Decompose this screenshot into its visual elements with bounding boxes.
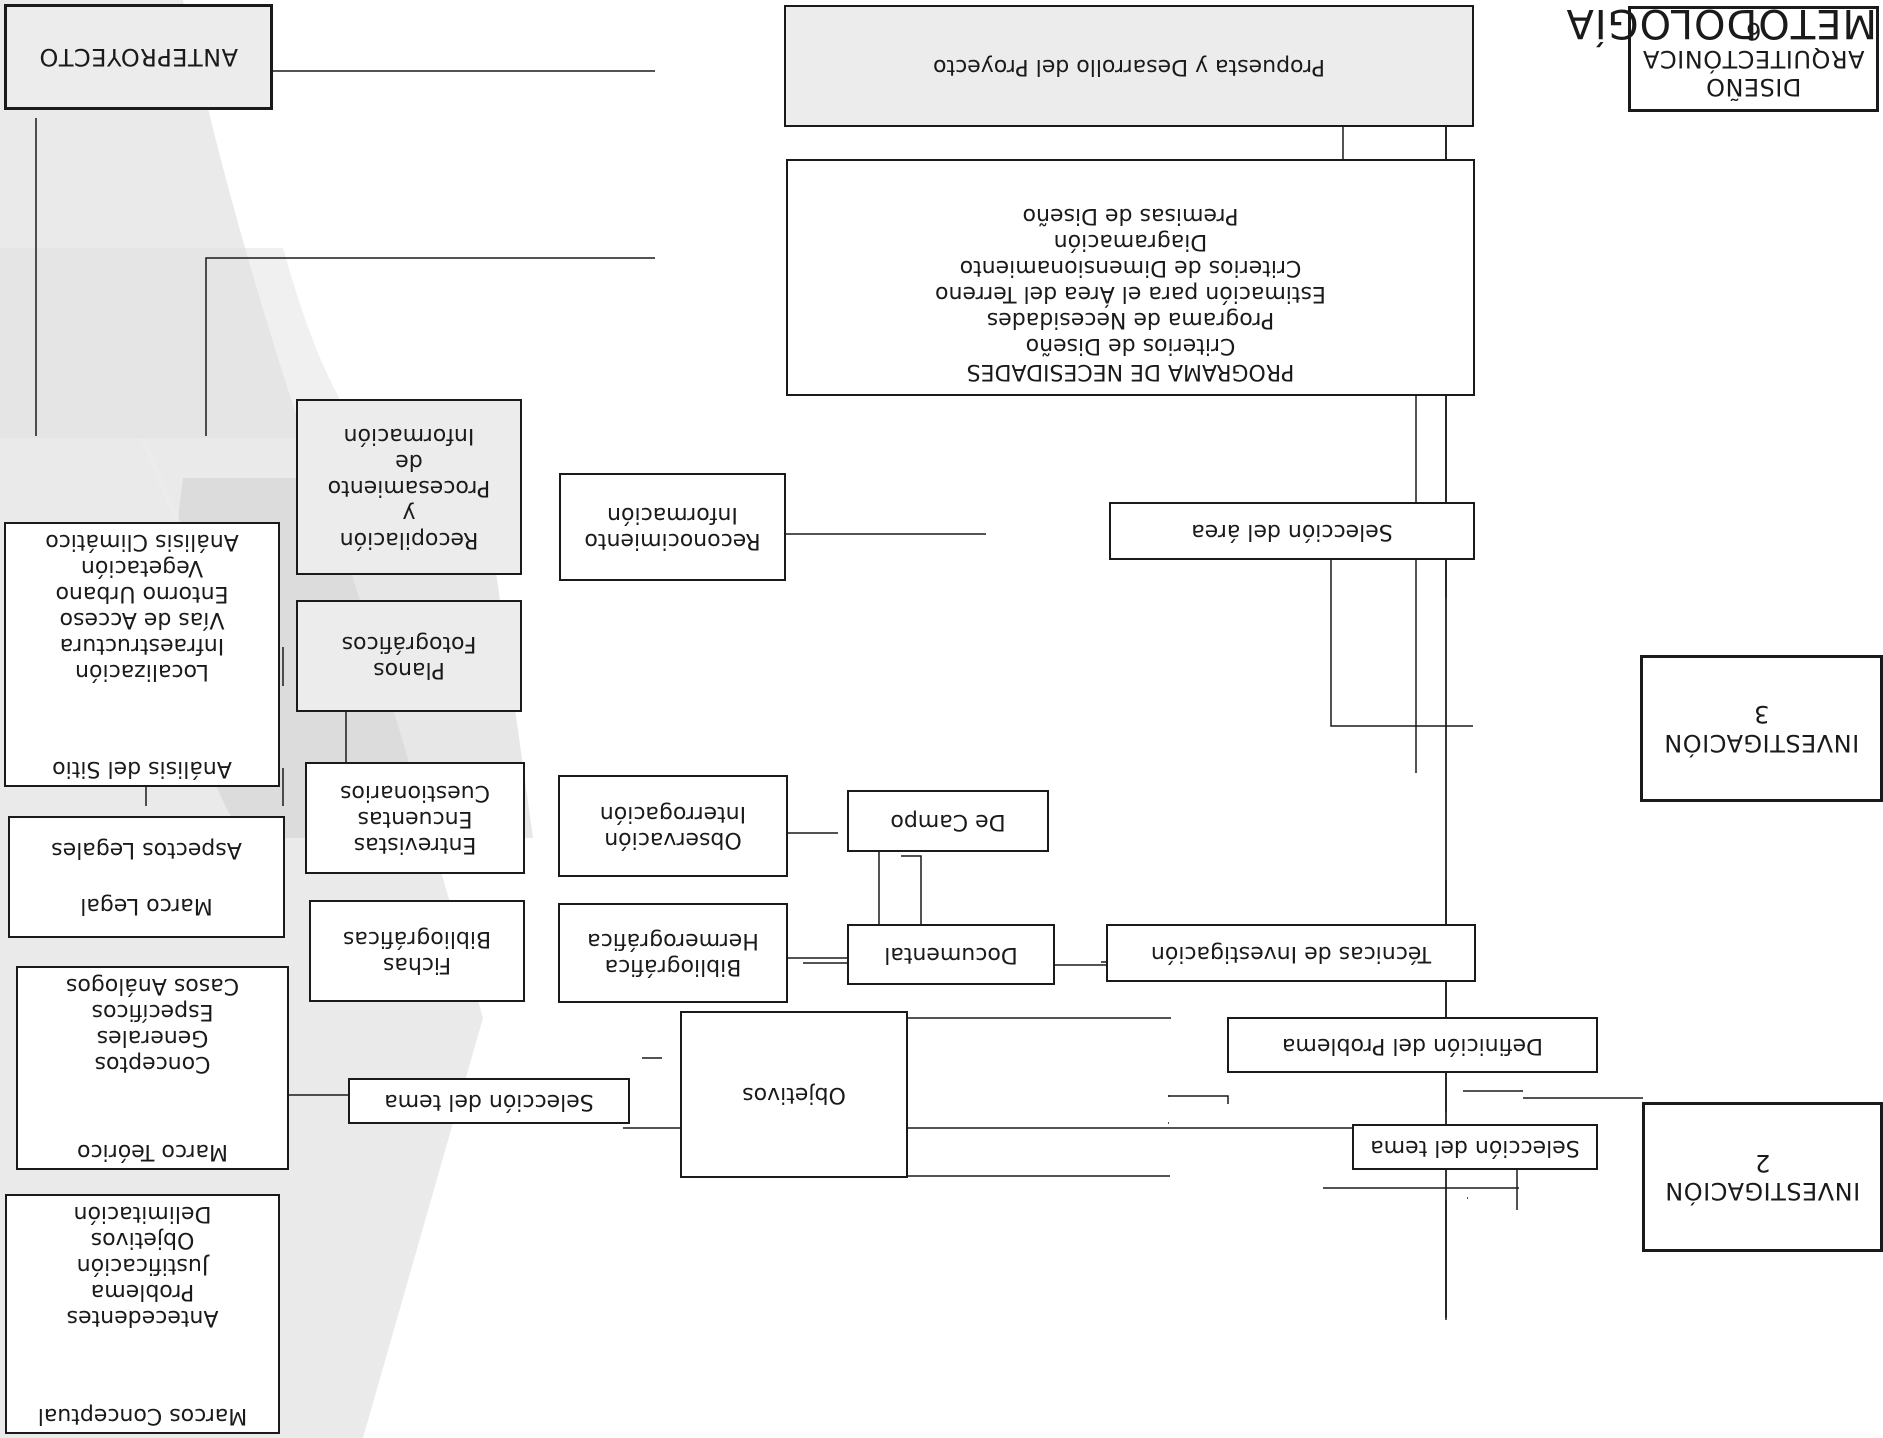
definicion-problema: Definición del Problema [1227,1017,1598,1073]
mc-item: Antecedentes [66,1304,219,1330]
definicion-problema-label: Definición del Problema [1281,1032,1544,1058]
mt-item: Específicos [91,998,214,1024]
diseno-label-2: ARQUITECTÓNICA [1642,45,1865,74]
recopilacion-line: y [402,500,416,526]
fichas: Fichas Bibliográficas [309,900,525,1002]
mt-item: Conceptos [94,1050,211,1076]
bibliografica-line: Bibliográfica [604,953,742,979]
marco-legal-heading: Marco Legal [80,893,213,918]
entrevistas-line: Cuestionarios [340,780,491,806]
analisis-sitio-heading: Análisis del Sitio [52,756,232,781]
as-item: Infraestructura [59,632,225,658]
seleccion-tema-left-label: Selección del tema [384,1088,594,1114]
as-item: Vegetación [80,554,204,580]
recopilacion-line: Procesamiento [327,474,491,500]
programa-line: Estimación para el Área del Terreno [935,281,1326,307]
fichas-line: Bibliográficas [342,926,492,951]
seleccion-tema-right: Selección del tema [1352,1124,1598,1170]
anteproyecto-box: ANTEPROYECTO [4,4,273,110]
reconocimiento-line: Reconocimiento [584,527,761,553]
investigacion-3-label: INVESTIGACIÓN [1663,728,1860,757]
programa-line: Programa de Necesidades [986,307,1275,333]
marcos-conceptual-heading: Marcos Conceptual [37,1403,248,1428]
seleccion-area-label: Selección del área [1191,518,1393,544]
investigacion-3-number: 3 [1753,700,1770,729]
programa-line: Criterios de Dimensionamiento [959,255,1302,281]
marcos-conceptual-box: Marcos Conceptual Antecedentes Problema … [5,1194,280,1434]
objetivos-label: Objetivos [742,1082,846,1108]
programa-line: Premisas de Diseño [1022,203,1239,229]
tecnicas-investigacion: Técnicas de Investigación [1106,924,1476,982]
seleccion-tema-left: Selección del tema [348,1078,630,1124]
as-item: Vías de Acceso [59,606,225,632]
mc-item: Objetivos [90,1226,195,1252]
entrevistas-line: Entrevistas [353,831,477,857]
entrevistas: Entrevistas Encuentas Cuestionarios [305,762,525,874]
bibliografica-line: Hermerográfica [587,928,759,953]
as-item: Entorno Urbano [55,580,229,606]
investigacion-2-box: INVESTIGACIÓN 2 [1642,1102,1883,1252]
tecnicas-investigacion-label: Técnicas de Investigación [1150,940,1432,966]
investigacion-2-number: 2 [1754,1149,1771,1177]
recopilacion: Recopilación y Procesamiento de Informac… [296,399,522,575]
observacion-line: Observación [604,826,742,852]
programa-line: Diagramación [1053,229,1208,255]
mc-item: Justificación [76,1252,209,1278]
observacion-line: Interrogación [599,801,747,826]
entrevistas-line: Encuentas [357,805,473,831]
de-campo-label: De Campo [890,808,1006,834]
investigacion-3-box: INVESTIGACIÓN 3 [1640,655,1883,802]
planos-line: Planos [373,656,445,682]
mt-item: Generales [96,1024,209,1050]
reconocimiento-line: Información [607,502,738,527]
programa-necesidades: PROGRAMA DE NECESIDADES Criterios de Dis… [786,159,1475,396]
marco-teorico-heading: Marco Teórico [77,1139,228,1164]
investigacion-2-label: INVESTIGACIÓN [1664,1177,1861,1206]
recopilacion-line: Recopilación [339,526,479,552]
reconocimiento: Reconocimiento Información [559,473,786,581]
de-campo: De Campo [847,790,1049,852]
objetivos: Objetivos [680,1011,908,1178]
mc-item: Delimitación [73,1200,212,1226]
planos-line: Fotográficos [341,631,477,656]
ml-item: Aspectos Legales [51,836,242,862]
observacion: Observación Interrogación [558,775,788,877]
programa-heading: PROGRAMA DE NECESIDADES [966,359,1295,384]
diseno-label: DISEÑO [1705,73,1802,102]
as-item: Localización [75,658,209,684]
planos: Planos Fotográficos [296,600,522,712]
marco-legal-box: Marco Legal Aspectos Legales [8,816,285,938]
bibliografica: Bibliográfica Hermerográfica [558,903,788,1003]
mc-item: Problema [90,1278,195,1304]
recopilacion-line: Información [343,423,475,449]
propuesta-label: Propuesta y Desarrollo del Proyecto [933,53,1325,79]
programa-line: Criterios de Diseño [1025,333,1236,359]
mt-item: Casos Análogos [65,972,240,998]
as-item: Análisis Climático [45,528,239,554]
seleccion-tema-right-label: Selección del tema [1370,1134,1580,1160]
seleccion-area: Selección del área [1109,502,1475,560]
propuesta-desarrollo: Propuesta y Desarrollo del Proyecto [784,5,1474,127]
recopilacion-line: de [395,449,423,475]
anteproyecto-label: ANTEPROYECTO [38,43,239,72]
analisis-sitio-box: Análisis del Sitio Localización Infraest… [4,522,280,787]
documental: Documental [847,924,1055,985]
documental-label: Documental [884,942,1018,968]
page-title: METODOLOGÍA [1565,0,1878,46]
fichas-line: Fichas [382,951,452,977]
marco-teorico-box: Marco Teórico Conceptos Generales Especí… [16,966,289,1170]
